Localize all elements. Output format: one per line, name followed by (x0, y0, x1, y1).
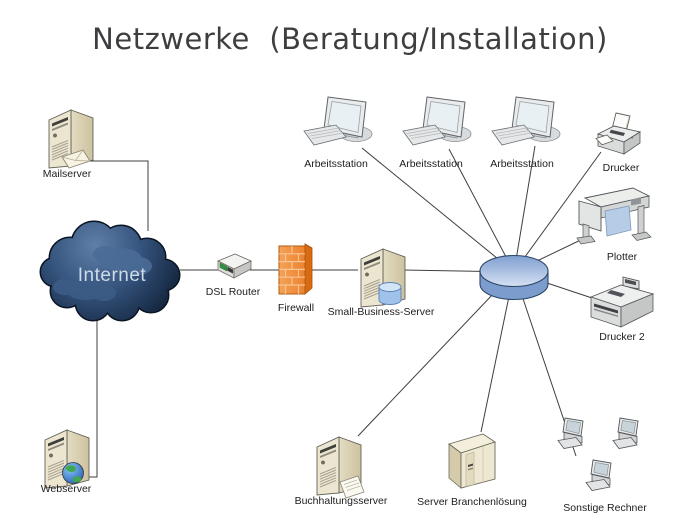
small-business-server-label: Small-Business-Server (328, 306, 435, 318)
firewall-icon (278, 243, 313, 295)
pc-1 (557, 417, 584, 449)
link-hub-drucker (513, 151, 602, 273)
sonstige-rechner-icon (557, 417, 639, 491)
buchhaltungsserver-icon (316, 436, 365, 499)
connection-lines (84, 145, 602, 478)
link-hub-arbeitsstation1 (361, 147, 515, 273)
hub-icon (479, 254, 549, 301)
small-business-server-icon (360, 248, 406, 308)
database-icon (378, 282, 402, 305)
pc-2 (612, 417, 639, 449)
buchhaltungsserver-label: Buchhaltungsserver (295, 495, 388, 507)
drucker-icon (595, 112, 642, 155)
globe-icon (62, 462, 84, 484)
webserver-label: Webserver (41, 483, 92, 495)
mailserver-label: Mailserver (43, 168, 92, 180)
drucker-2-label: Drucker 2 (599, 331, 645, 343)
arbeitsstation-1-icon (303, 96, 373, 146)
envelope-icon (61, 149, 91, 169)
arbeitsstation-1-label: Arbeitsstation (304, 158, 368, 170)
server-branchenloesung-icon (448, 433, 497, 489)
webserver-icon (44, 429, 90, 489)
node-labels: Mailserver Webserver DSL Router Firewall… (41, 158, 648, 514)
page-title: Netzwerke (Beratung/Installation) (92, 22, 608, 56)
cloud-inner-puff (53, 279, 116, 301)
sonstige-rechner-label: Sonstige Rechner (563, 502, 647, 514)
cloud-inner-puff (93, 246, 152, 275)
plotter-label: Plotter (607, 251, 638, 263)
internet-cloud-icon: Internet (39, 220, 181, 322)
arbeitsstation-3-label: Arbeitsstation (490, 158, 554, 170)
document-icon (339, 475, 365, 499)
plotter-icon (576, 187, 652, 245)
link-hub-arbeitsstation3 (513, 145, 536, 273)
arbeitsstation-2-label: Arbeitsstation (399, 158, 463, 170)
dsl-router-icon (216, 253, 253, 279)
link-hub-buchhaltungsserver (357, 271, 515, 437)
drucker-label: Drucker (603, 162, 640, 174)
dsl-router-label: DSL Router (206, 286, 261, 298)
arbeitsstation-2-icon (402, 96, 472, 146)
firewall-label: Firewall (278, 302, 314, 314)
pc-3 (585, 459, 612, 491)
internet-label: Internet (78, 265, 147, 286)
link-mailserver-internet (90, 160, 149, 231)
drucker-2-icon (589, 276, 655, 328)
arbeitsstation-3-icon (491, 96, 561, 146)
server-branchenloesung-label: Server Branchenlösung (417, 496, 527, 508)
mailserver-icon (48, 109, 94, 169)
link-hub-arbeitsstation2 (448, 148, 515, 273)
